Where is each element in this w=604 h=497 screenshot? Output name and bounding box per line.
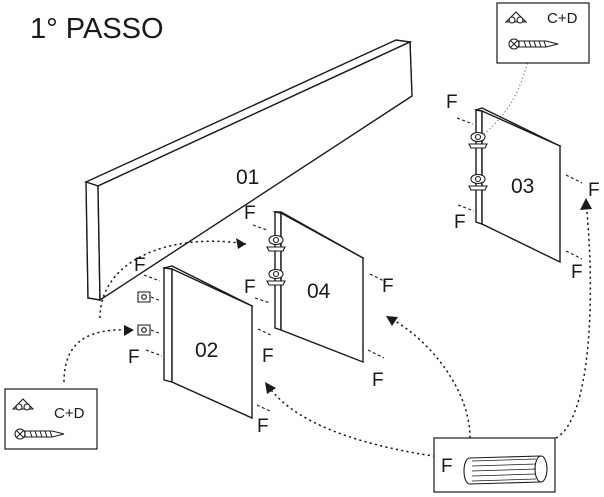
cam-lock-icon (468, 131, 488, 149)
cam-lock-hardware (137, 131, 488, 336)
cam-lock-icon (137, 324, 162, 336)
cam-dowel-kit-box-top: C+D (496, 2, 590, 64)
kit-label: C+D (54, 405, 85, 422)
dowel-label: F (262, 346, 274, 367)
panel-04-label: 04 (307, 280, 331, 303)
dowel-label: F (128, 347, 140, 368)
dowel-box-label: F (441, 456, 453, 477)
assembly-arrows (63, 51, 592, 461)
dowel-label: F (244, 277, 256, 298)
dowel-label: F (571, 262, 583, 283)
cam-lock-icon (266, 268, 286, 286)
dowel-label: F (134, 255, 146, 276)
dowel-label: F (244, 203, 256, 224)
dowel-labels: F F F F F F F F F F F F (128, 92, 600, 437)
dowel-label: F (372, 370, 384, 391)
screw-icon (14, 428, 65, 440)
kit-label: C+D (547, 10, 578, 27)
dowel-label: F (446, 92, 458, 113)
dowel-box: F (433, 437, 556, 493)
panel-03-label: 03 (511, 175, 534, 198)
cam-lock-icon (468, 173, 488, 191)
dowel-pins (143, 117, 583, 413)
panel-01-label: 01 (236, 166, 259, 189)
cam-lock-icon (266, 234, 286, 252)
panel-01 (84, 39, 413, 302)
panel-02-label: 02 (195, 339, 218, 362)
cam-dowel-kit-box-bottom: C+D (4, 388, 98, 450)
step-title: 1° PASSO (30, 13, 164, 45)
dowel-label: F (257, 416, 269, 437)
dowel-label: F (588, 180, 600, 201)
dowel-label: F (382, 276, 394, 297)
cam-lock-icon (11, 398, 35, 411)
wooden-dowel-icon (463, 455, 548, 485)
panel-02 (161, 265, 254, 420)
cam-lock-icon (504, 11, 528, 24)
cam-lock-icon (137, 291, 162, 303)
screw-icon (508, 38, 559, 50)
dowel-label: F (454, 212, 466, 233)
